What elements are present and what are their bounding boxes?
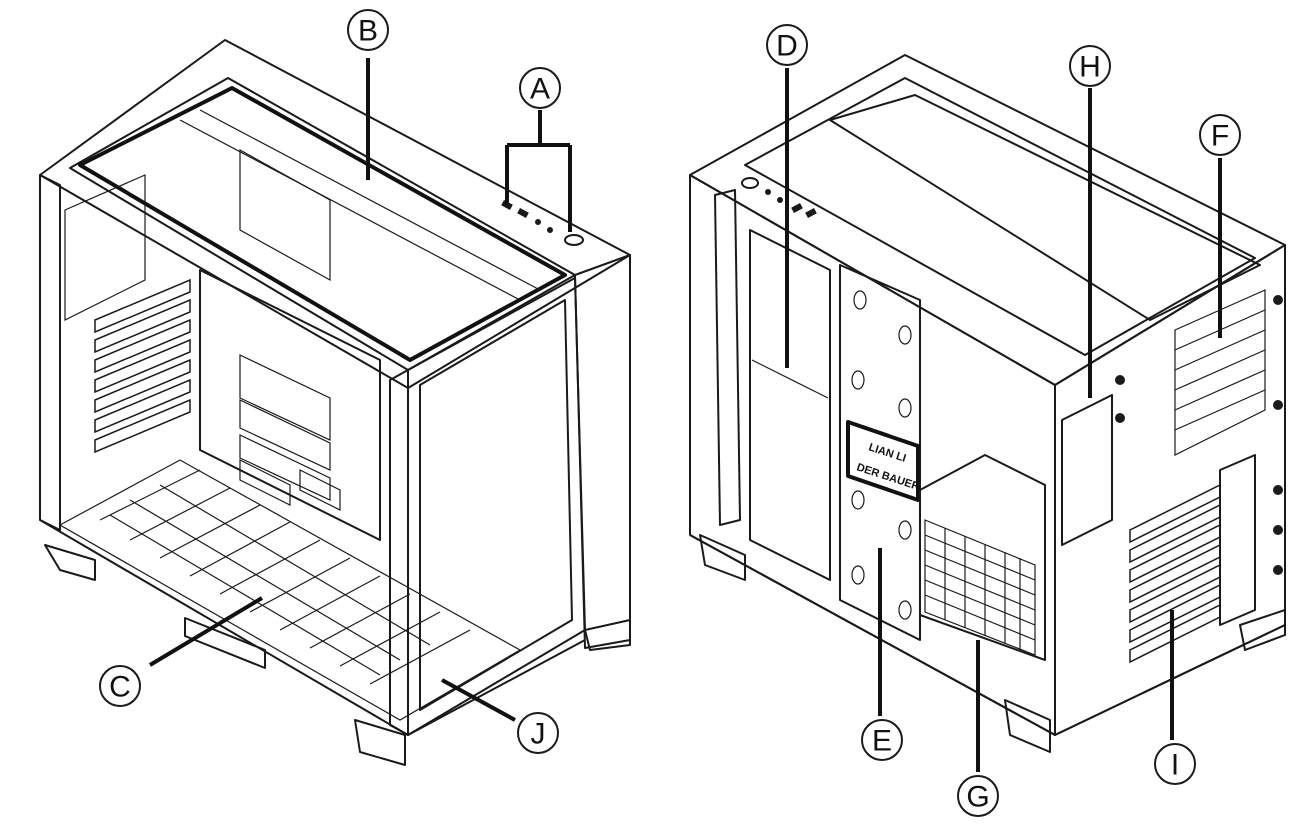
leader-lines <box>148 58 1222 772</box>
callout-f: F <box>1199 114 1241 156</box>
leader-c <box>148 596 264 667</box>
left-case-illustration <box>39 39 631 766</box>
front-usb-port-icon <box>791 203 803 213</box>
thumbscrew-icon <box>1273 525 1283 535</box>
callout-j-label: J <box>531 718 546 751</box>
left-case-top-gasket <box>78 86 567 362</box>
power-button-icon <box>741 177 759 189</box>
logo-line-1: LIAN LI <box>867 441 907 464</box>
right-case-pci-bracket <box>1219 454 1256 626</box>
right-case-plate-holes <box>851 290 912 620</box>
right-case-left-side <box>689 174 1056 736</box>
front-usb-port-icon <box>517 208 529 218</box>
callout-j: J <box>517 712 559 754</box>
right-case-top-opening <box>829 94 1261 321</box>
left-case-foot-bottom <box>184 617 266 669</box>
callout-h: H <box>1069 45 1111 87</box>
left-case-pci-slots <box>94 278 191 454</box>
callout-a-label: A <box>530 73 550 106</box>
right-case-foot-mid <box>1004 699 1051 753</box>
audio-jack-icon <box>535 219 541 225</box>
callout-a: A <box>519 67 561 109</box>
audio-jack-icon <box>777 197 783 203</box>
right-case-foot-rear <box>1239 609 1286 651</box>
thumbscrew-icon <box>1273 400 1283 410</box>
left-case-floor-mesh <box>99 469 471 685</box>
left-case-foot-right <box>584 619 631 651</box>
thumbscrew-icon <box>1115 413 1125 423</box>
right-case-interior-frame <box>714 189 741 526</box>
right-case-ssd-bracket <box>749 229 831 581</box>
right-case-cable-plate <box>839 264 921 641</box>
right-case-bottom-edge <box>689 534 1286 736</box>
right-case-thumbscrews <box>1115 295 1283 575</box>
lian-li-logo-badge: LIAN LI DER BAUER <box>846 420 921 502</box>
right-case-front-io <box>741 177 817 218</box>
leader-a <box>505 110 572 232</box>
callout-i: I <box>1154 743 1196 785</box>
right-case-drive-cage-mesh-lines <box>924 528 1036 650</box>
thumbscrew-icon <box>1273 485 1283 495</box>
right-case-foot-front <box>699 534 746 581</box>
callout-b-label: B <box>358 15 378 48</box>
power-button-icon <box>564 234 584 246</box>
left-case-foot-rear <box>44 544 96 581</box>
right-case-ssd-bracket-divider <box>751 359 829 399</box>
callout-c-label: C <box>109 671 131 704</box>
callout-d-label: D <box>776 30 798 63</box>
right-case-psu-bracket <box>1061 394 1113 546</box>
right-case-pci-slots <box>1129 483 1221 664</box>
left-case-left-pillar <box>39 174 61 531</box>
callout-i-label: I <box>1171 749 1179 782</box>
callout-e-label: E <box>872 725 892 758</box>
right-case-top-outline <box>689 54 1286 386</box>
front-usb-port-icon <box>805 208 817 218</box>
callout-g-label: G <box>966 781 989 814</box>
left-case-top-bracket <box>179 109 541 301</box>
left-case-rear-fan-mesh <box>64 174 146 321</box>
thumbscrew-icon <box>1273 565 1283 575</box>
right-case-top-inner <box>744 77 1256 356</box>
left-case-foot-front <box>354 719 406 766</box>
callout-d: D <box>766 24 808 66</box>
left-case-floor <box>58 459 522 721</box>
audio-jack-icon <box>547 227 553 233</box>
right-case-drive-cage <box>919 454 1046 661</box>
leader-j <box>441 678 516 722</box>
left-case-motherboard-tray <box>199 269 381 541</box>
callout-f-label: F <box>1211 120 1229 153</box>
thumbscrew-icon <box>1273 295 1283 305</box>
right-case-illustration: LIAN LI DER BAUER <box>689 54 1286 753</box>
left-case-glass-inner <box>419 299 573 711</box>
callout-g: G <box>957 775 999 817</box>
callout-h-label: H <box>1079 51 1101 84</box>
callout-c: C <box>99 665 141 707</box>
callout-e: E <box>861 719 903 761</box>
thumbscrew-icon <box>1115 375 1125 385</box>
right-case-drive-cage-mesh <box>924 519 1036 656</box>
audio-jack-icon <box>765 189 771 195</box>
callout-b: B <box>347 9 389 51</box>
left-case-corner-pillar <box>389 369 409 736</box>
right-case-rear-fan-mesh <box>1174 289 1266 456</box>
